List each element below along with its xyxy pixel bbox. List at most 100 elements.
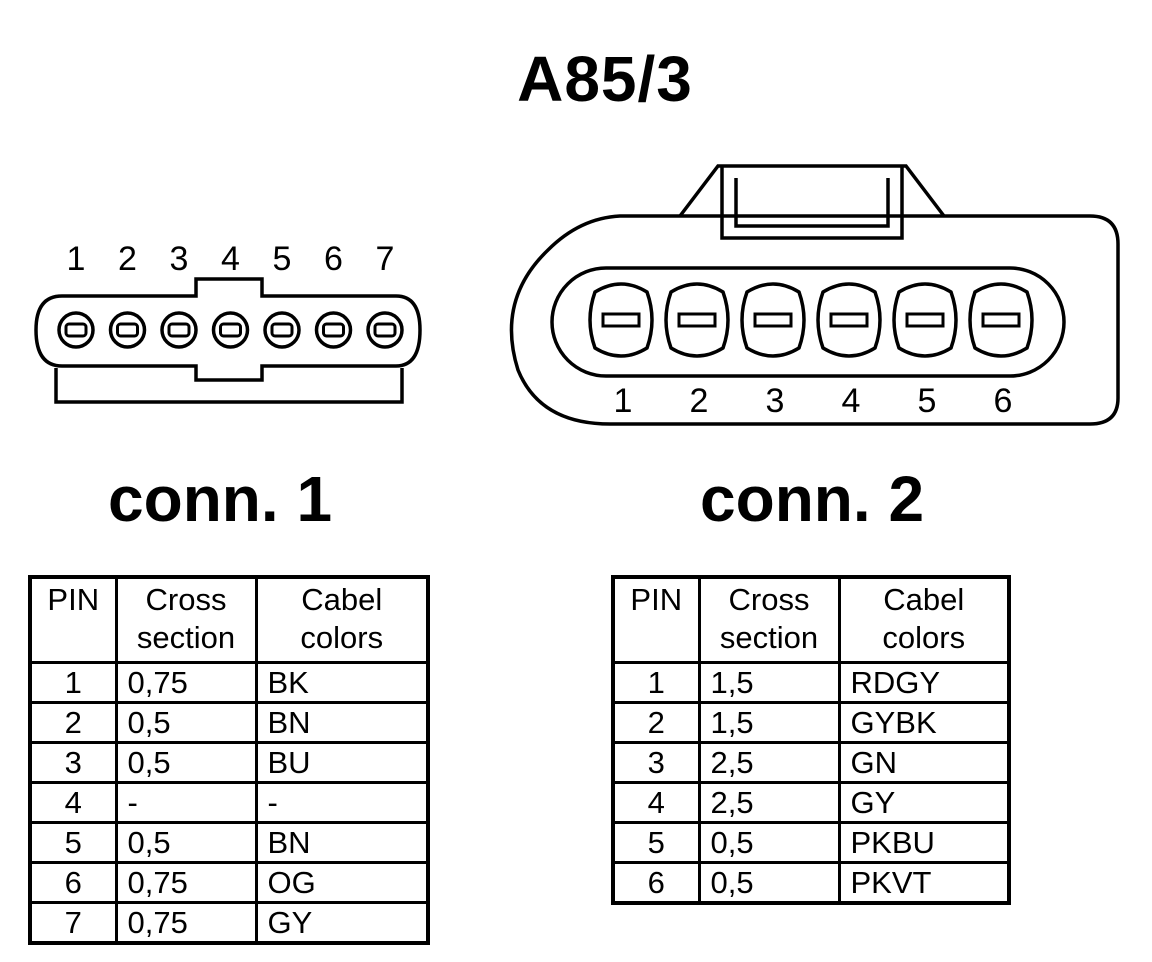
pin-socket [160,311,198,349]
cross-section-cell: 0,75 [114,901,258,945]
header-colors-line1: Cabel [883,582,965,617]
header-cable-colors: Cabel colors [837,575,1011,664]
cable-color-cell: RDGY [837,661,1011,704]
header-cross-line1: Cross [728,582,810,617]
header-colors-line2: colors [300,620,384,655]
pin-number-label: 5 [918,382,937,420]
cross-section-cell: 1,5 [697,701,841,744]
pin-number-label: 4 [842,382,861,420]
pin-number-label: 2 [690,382,709,420]
pin-socket [892,282,958,358]
pin-socket [57,311,95,349]
pin-number-label: 1 [67,240,86,278]
cross-section-cell: 0,5 [697,821,841,864]
header-cross-section: Cross section [114,575,258,664]
table-row: 4-- [28,781,430,824]
cross-section-cell: 0,75 [114,661,258,704]
pin-socket [263,311,301,349]
header-cross-line1: Cross [145,582,227,617]
table-header-row: PIN Cross section Cabel colors [28,575,430,664]
header-cross-line2: section [719,620,819,655]
pin-cell: 5 [611,821,701,864]
pin-cell: 3 [28,741,118,784]
pin-cell: 2 [611,701,701,744]
cross-section-cell: 2,5 [697,781,841,824]
pin-cell: 6 [611,861,701,905]
cable-color-cell: - [254,781,430,824]
cable-color-cell: GN [837,741,1011,784]
pin-number-label: 3 [766,382,785,420]
cable-color-cell: BN [254,821,430,864]
pin-socket [366,311,404,349]
cable-color-cell: BN [254,701,430,744]
cable-color-cell: GY [837,781,1011,824]
cross-section-cell: 0,5 [114,821,258,864]
cross-section-cell: 1,5 [697,661,841,704]
pin-socket [740,282,806,358]
pin-number-label: 4 [221,240,240,278]
header-pin: PIN [611,575,701,664]
pin-socket [314,311,353,349]
header-cross-line2: section [136,620,236,655]
header-cross-section: Cross section [697,575,841,664]
diagram-title: A85/3 [517,43,693,115]
pin-cell: 5 [28,821,118,864]
cross-section-cell: - [114,781,258,824]
pin-socket [816,282,882,358]
header-pin: PIN [28,575,118,664]
pin-number-label: 6 [324,240,343,278]
cable-color-cell: GYBK [837,701,1011,744]
cross-section-cell: 0,5 [697,861,841,905]
pin-cell: 4 [611,781,701,824]
pin-cell: 2 [28,701,118,744]
pin-socket [108,311,147,349]
pin-number-label: 7 [376,240,395,278]
header-colors-line1: Cabel [301,582,383,617]
header-colors-line2: colors [882,620,966,655]
cable-color-cell: BK [254,661,430,704]
cross-section-cell: 0,75 [114,861,258,904]
table-header-row: PIN Cross section Cabel colors [611,575,1011,664]
pin-cell: 3 [611,741,701,784]
cable-color-cell: OG [254,861,430,904]
cable-color-cell: PKVT [837,861,1011,905]
pin-number-label: 5 [273,240,292,278]
connector-1-label: conn. 1 [108,463,333,535]
pin-cell: 6 [28,861,118,904]
pin-number-label: 2 [118,240,137,278]
pin-number-label: 6 [994,382,1013,420]
cable-color-cell: GY [254,901,430,945]
pin-cell: 7 [28,901,118,945]
cable-color-cell: PKBU [837,821,1011,864]
pin-number-label: 3 [170,240,189,278]
cable-color-cell: BU [254,741,430,784]
cross-section-cell: 0,5 [114,701,258,744]
connector-2-label: conn. 2 [700,463,925,535]
pin-cell: 1 [28,661,118,704]
pin-socket [588,282,654,358]
pin-number-label: 1 [614,382,633,420]
header-cable-colors: Cabel colors [254,575,430,664]
pin-cell: 1 [611,661,701,704]
cross-section-cell: 0,5 [114,741,258,784]
pin-socket [664,282,730,358]
cross-section-cell: 2,5 [697,741,841,784]
pin-socket [211,311,250,349]
pin-socket [968,282,1034,358]
